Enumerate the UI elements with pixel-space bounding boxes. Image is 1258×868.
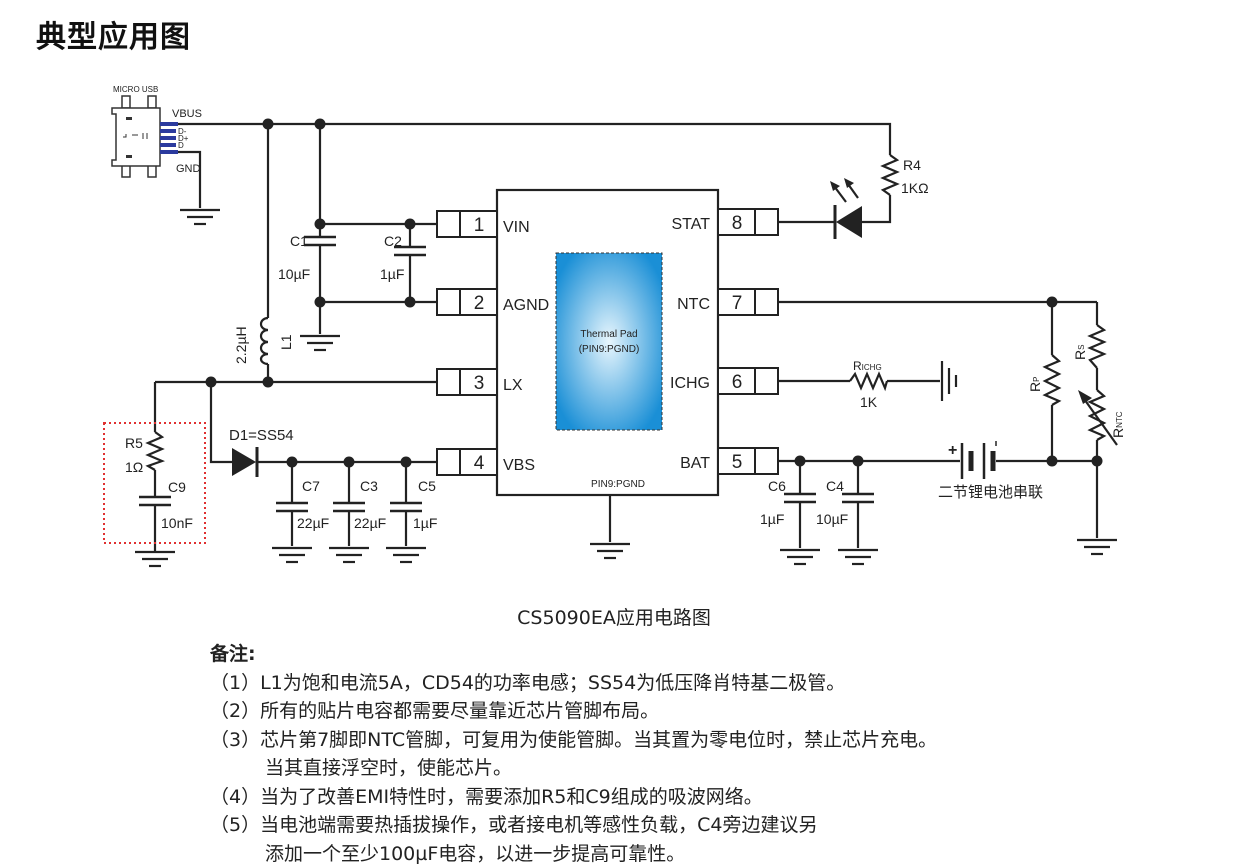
usb-label: MICRO USB xyxy=(113,85,158,94)
c9-label: C9 xyxy=(168,479,186,495)
note-line: 添加一个至少100µF电容，以进一步提高可靠性。 xyxy=(210,840,937,868)
status-led xyxy=(830,178,862,239)
circuit-diagram: MICRO USB VBUS D- D+ D GND xyxy=(0,0,1258,600)
svg-text:RNTC: RNTC xyxy=(1110,411,1126,438)
c4-label: C4 xyxy=(826,478,844,494)
battery-label: 二节锂电池串联 xyxy=(938,484,1043,501)
c5-value: 1µF xyxy=(413,515,437,531)
rs-subscript: S xyxy=(1077,345,1086,350)
rs-label: R xyxy=(1072,350,1088,360)
svg-text:RICHG: RICHG xyxy=(853,359,882,373)
rntc-label: R xyxy=(1110,428,1126,438)
pin9-label: PIN9:PGND xyxy=(591,479,645,490)
pin-number: 3 xyxy=(474,373,485,394)
c6-value: 1µF xyxy=(760,511,784,527)
pin-number: 8 xyxy=(732,213,743,234)
svg-text:RS: RS xyxy=(1072,345,1088,360)
richg-subscript: ICHG xyxy=(862,363,882,372)
pin-name: STAT xyxy=(671,216,710,233)
richg-resistor xyxy=(850,374,887,388)
c1-label: C1 xyxy=(290,233,308,249)
figure-caption: CS5090EA应用电路图 xyxy=(0,603,1228,630)
c7-label: C7 xyxy=(302,478,320,494)
c5-label: C5 xyxy=(418,478,436,494)
micro-usb-connector: MICRO USB VBUS D- D+ D GND xyxy=(112,85,202,177)
c2-value: 1µF xyxy=(380,266,404,282)
rp-label: R xyxy=(1027,382,1043,392)
notes: 备注: （1）L1为饱和电流5A，CD54的功率电感；SS54为低压降肖特基二极… xyxy=(210,640,937,868)
d1-diode xyxy=(232,447,257,477)
r4-label: R4 xyxy=(903,157,921,173)
c6-label: C6 xyxy=(768,478,786,494)
c4-value: 10µF xyxy=(816,511,848,527)
note-line: 当其直接浮空时，使能芯片。 xyxy=(210,754,937,783)
rp-subscript: P xyxy=(1032,377,1041,382)
battery-plus: + xyxy=(948,442,957,459)
pin-name: VIN xyxy=(503,219,530,236)
pin-name: NTC xyxy=(677,296,710,313)
c2-label: C2 xyxy=(384,233,402,249)
pin-number: 5 xyxy=(732,452,743,473)
rp-resistor xyxy=(1045,355,1059,405)
c7-value: 22µF xyxy=(297,515,329,531)
rntc-resistor xyxy=(1090,390,1104,440)
note-line: （3）芯片第7脚即NTC管脚，可复用为使能管脚。当其置为零电位时，禁止芯片充电。 xyxy=(210,726,937,755)
thermal-pad-label: Thermal Pad xyxy=(580,329,637,340)
r4-value: 1KΩ xyxy=(901,180,929,196)
note-line: （5）当电池端需要热插拔操作，或者接电机等感性负载，C4旁边建议另 xyxy=(210,811,937,840)
l1-inductor xyxy=(261,318,268,364)
pin-number: 7 xyxy=(732,293,743,314)
thermal-pad xyxy=(556,253,662,430)
note-line: （4）当为了改善EMI特性时，需要添加R5和C9组成的吸波网络。 xyxy=(210,783,937,812)
thermal-pad-pin: (PIN9:PGND) xyxy=(579,344,640,355)
svg-text:RP: RP xyxy=(1027,377,1043,392)
pin-name: AGND xyxy=(503,297,549,314)
note-line: （2）所有的贴片电容都需要尽量靠近芯片管脚布局。 xyxy=(210,697,937,726)
l1-label: L1 xyxy=(278,334,294,350)
r5-value: 1Ω xyxy=(125,459,143,475)
gnd-label: GND xyxy=(176,163,201,175)
battery xyxy=(962,441,996,479)
richg-value: 1K xyxy=(860,394,878,410)
c3-label: C3 xyxy=(360,478,378,494)
c1-value: 10µF xyxy=(278,266,310,282)
d1-label: D1=SS54 xyxy=(229,427,294,444)
rs-resistor xyxy=(1090,325,1104,368)
pin-number: 2 xyxy=(474,293,485,314)
richg-label: R xyxy=(853,359,862,373)
r4-resistor xyxy=(883,155,897,195)
notes-heading: 备注: xyxy=(210,640,937,669)
vbus-label: VBUS xyxy=(172,108,202,120)
c3-value: 22µF xyxy=(354,515,386,531)
pin-name: VBS xyxy=(503,457,535,474)
l1-value: 2.2µH xyxy=(233,326,249,364)
note-line: （1）L1为饱和电流5A，CD54的功率电感；SS54为低压降肖特基二极管。 xyxy=(210,669,937,698)
rntc-subscript: NTC xyxy=(1115,411,1124,428)
c9-value: 10nF xyxy=(161,515,193,531)
r5-label: R5 xyxy=(125,435,143,451)
r5-resistor xyxy=(148,432,162,470)
d-label: D xyxy=(178,141,184,150)
pin-name: ICHG xyxy=(670,375,710,392)
pin-number: 4 xyxy=(474,453,485,474)
pin-number: 6 xyxy=(732,372,743,393)
pin-number: 1 xyxy=(474,215,485,236)
pin-name: LX xyxy=(503,377,523,394)
pin-name: BAT xyxy=(680,455,710,472)
cs5090ea-chip: Thermal Pad (PIN9:PGND) PIN9:PGND 1 VIN 2 A… xyxy=(437,190,778,495)
